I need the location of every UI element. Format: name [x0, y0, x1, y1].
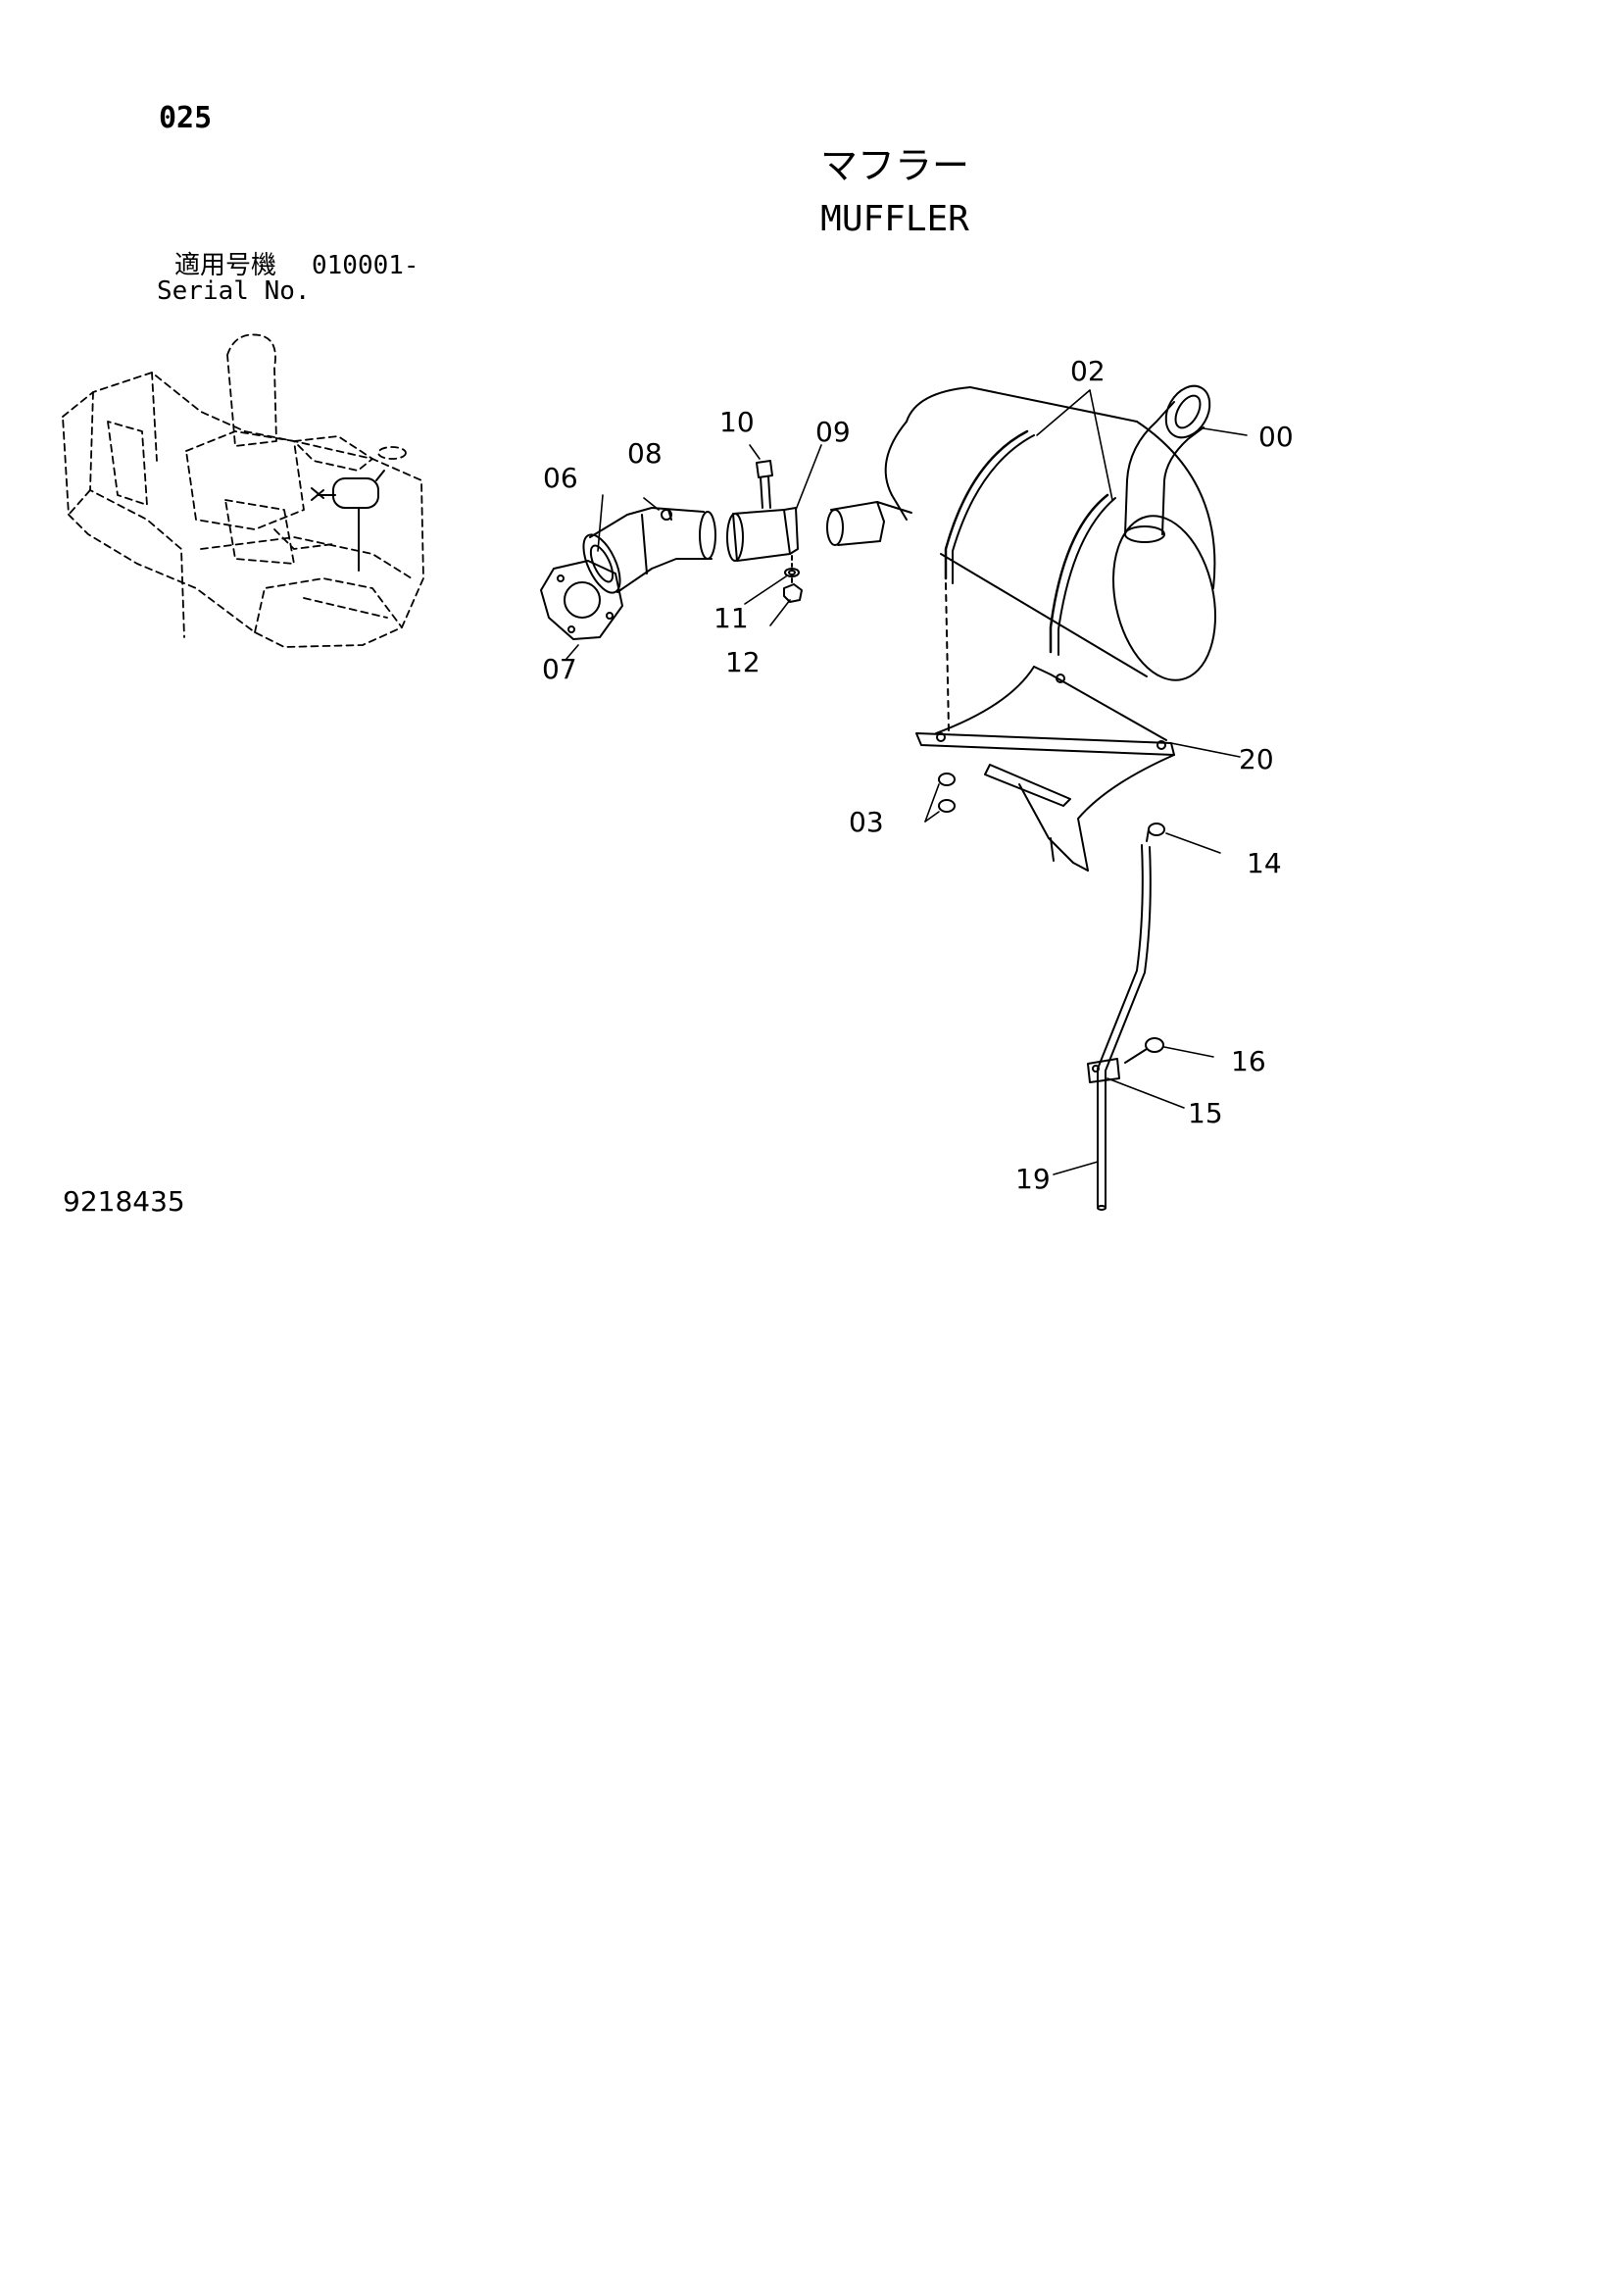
callout-08: 08 — [627, 437, 663, 470]
drawing-number: 9218435 — [63, 1185, 185, 1218]
bolt-16 — [1124, 1037, 1164, 1064]
callout-06: 06 — [543, 462, 578, 494]
callout-15: 15 — [1188, 1097, 1223, 1129]
page-title-japanese: マフラー — [819, 144, 969, 187]
page-number: 025 — [159, 101, 213, 135]
callout-03: 03 — [849, 806, 884, 838]
callout-11: 11 — [713, 602, 749, 634]
page-title-english: MUFFLER — [820, 199, 969, 239]
dashed-attachment-line — [945, 582, 950, 731]
callout-00: 00 — [1258, 421, 1294, 453]
clamp-15 — [1087, 1058, 1120, 1083]
drain-pipe-19 — [1097, 844, 1152, 1211]
callout-20: 20 — [1239, 743, 1274, 775]
callout-16: 16 — [1231, 1045, 1266, 1077]
machine-overview-thumbnail — [62, 333, 424, 648]
nut-12 — [783, 583, 803, 603]
bolt-10 — [756, 460, 773, 509]
callout-09: 09 — [815, 416, 851, 448]
callout-12: 12 — [725, 646, 761, 678]
nut-03 — [938, 773, 956, 813]
serial-label-japanese: 適用号機 — [174, 251, 277, 280]
washer-11 — [784, 568, 800, 577]
muffler-inlet-stub — [826, 501, 912, 546]
muffler-body — [884, 384, 1217, 681]
bolt-14 — [1146, 823, 1165, 842]
machine-muffler-highlight — [311, 470, 385, 572]
serial-label-english: Serial No. — [157, 276, 311, 306]
inlet-pipe-06 — [582, 507, 716, 594]
bolt-08 — [661, 509, 672, 521]
callout-07: 07 — [542, 653, 577, 685]
callout-02: 02 — [1070, 355, 1106, 387]
callout-14: 14 — [1247, 847, 1282, 879]
callout-labels: 00 02 03 06 07 08 09 10 11 12 14 15 16 1… — [542, 355, 1294, 1195]
leader-lines — [566, 389, 1248, 1175]
bracket-20 — [915, 666, 1175, 872]
callout-10: 10 — [719, 406, 755, 438]
callout-19: 19 — [1015, 1163, 1051, 1195]
flange-gasket-07 — [540, 560, 623, 640]
serial-number-value: 010001- — [312, 251, 419, 280]
clamp-09 — [726, 507, 799, 562]
